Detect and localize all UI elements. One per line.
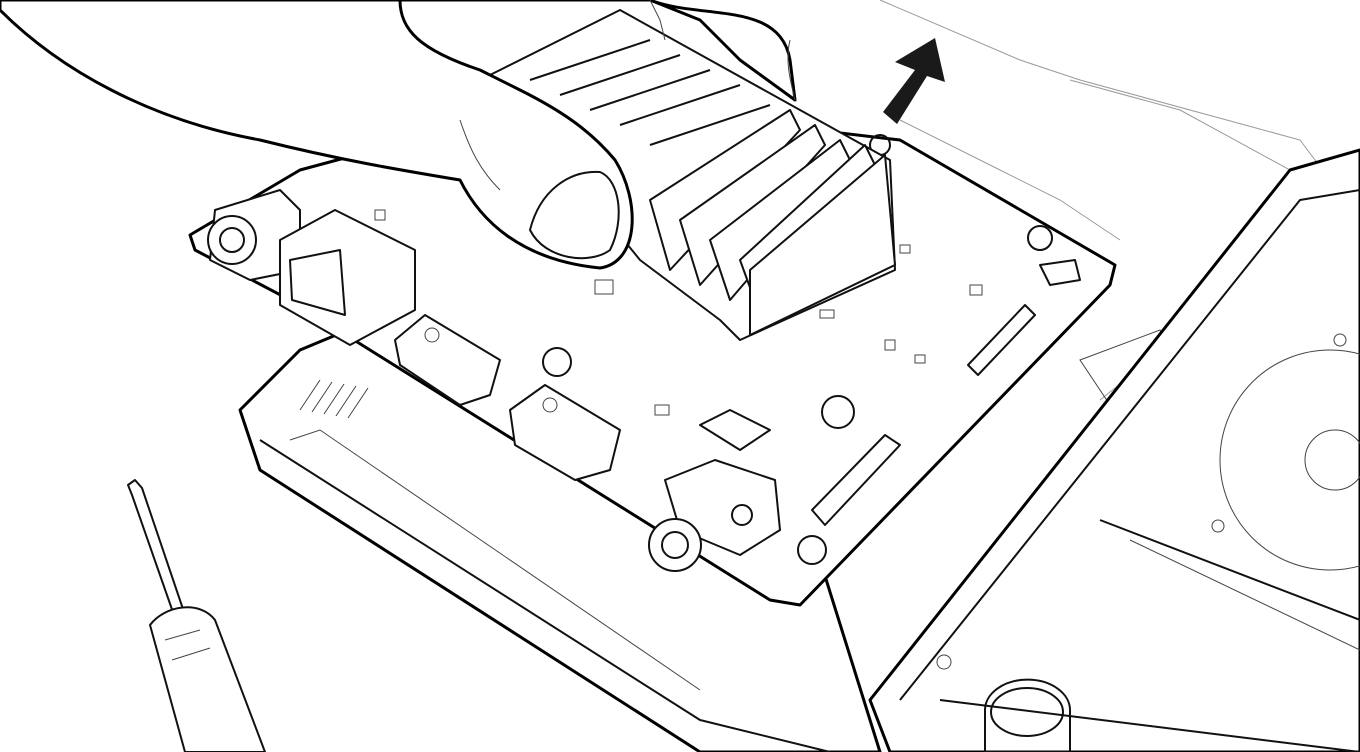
power-jack	[207, 189, 301, 281]
ribbon-connector	[811, 434, 901, 526]
drive-bay	[868, 148, 1360, 752]
hand-icon	[0, 0, 797, 270]
side-connector	[967, 304, 1036, 376]
heatsink	[489, 9, 896, 341]
screwdriver-icon	[127, 479, 266, 752]
smd-components	[374, 209, 983, 416]
chip	[699, 409, 771, 451]
mounting-hole	[1027, 225, 1053, 251]
ethernet-port	[279, 209, 416, 346]
capacitor	[821, 395, 855, 429]
hdmi-port-1	[394, 314, 501, 406]
hdmi-port-2	[509, 384, 621, 481]
mounting-hole	[797, 535, 827, 565]
small-connector	[1039, 259, 1081, 286]
mounting-hole	[542, 347, 572, 377]
rca-jack	[648, 459, 781, 572]
case-tray	[238, 298, 882, 752]
vent-slots	[299, 379, 369, 419]
up-arrow-icon	[883, 38, 945, 124]
